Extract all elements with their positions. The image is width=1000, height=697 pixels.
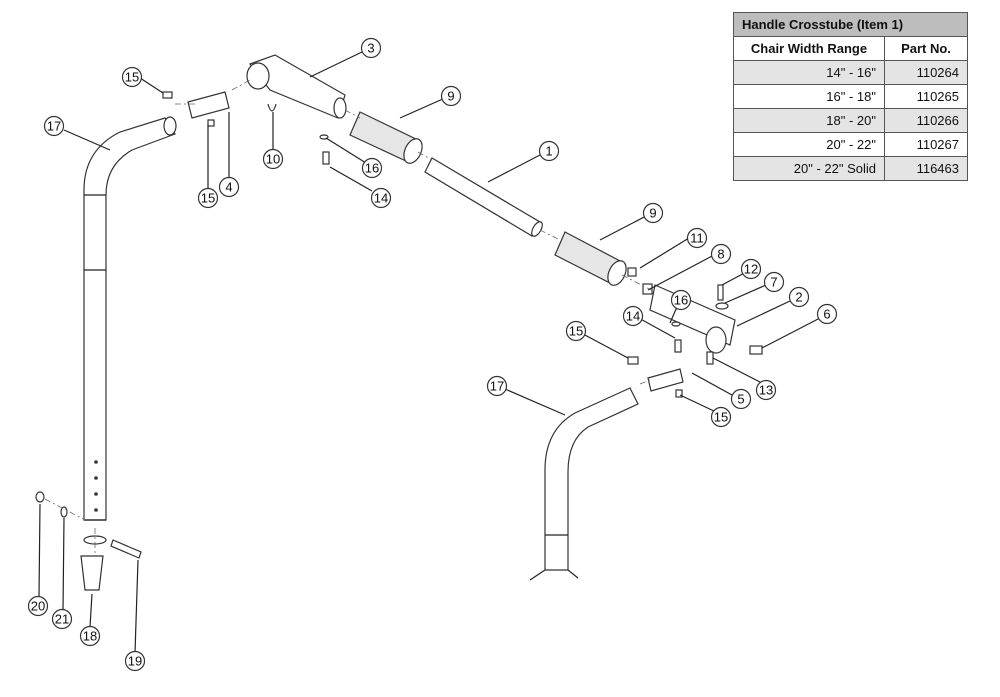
callout-12: 12 xyxy=(740,258,762,280)
callout-14-lower: 14 xyxy=(622,305,644,327)
svg-text:12: 12 xyxy=(744,262,758,277)
svg-text:9: 9 xyxy=(649,206,656,221)
callout-11: 11 xyxy=(686,227,708,249)
svg-text:15: 15 xyxy=(201,191,215,206)
table-row: 20" - 22" 110267 xyxy=(733,132,968,157)
svg-text:4: 4 xyxy=(225,180,232,195)
table-header-row: Chair Width Range Part No. xyxy=(733,36,968,61)
svg-text:15: 15 xyxy=(125,70,139,85)
svg-text:2: 2 xyxy=(795,290,802,305)
callout-15-a: 15 xyxy=(121,66,143,88)
svg-text:11: 11 xyxy=(690,231,704,246)
callout-17-right: 17 xyxy=(486,375,508,397)
callout-1: 1 xyxy=(538,140,560,162)
svg-text:6: 6 xyxy=(823,307,830,322)
svg-text:8: 8 xyxy=(717,247,724,262)
leader-lines xyxy=(38,51,821,654)
clamp-upper xyxy=(246,54,347,119)
svg-text:19: 19 xyxy=(128,654,142,669)
grip-lower xyxy=(554,231,627,286)
callout-20: 20 xyxy=(27,595,49,617)
svg-text:5: 5 xyxy=(737,392,744,407)
right-handle-tube xyxy=(529,387,639,581)
svg-text:13: 13 xyxy=(759,383,773,398)
svg-text:15: 15 xyxy=(569,324,583,339)
svg-text:16: 16 xyxy=(674,293,688,308)
row-range: 16" - 18" xyxy=(733,84,885,109)
header-part-no: Part No. xyxy=(884,36,968,61)
svg-text:9: 9 xyxy=(447,89,454,104)
row-part-no: 116463 xyxy=(884,156,968,181)
callout-6: 6 xyxy=(816,303,838,325)
svg-text:18: 18 xyxy=(83,629,97,644)
callout-9-lower: 9 xyxy=(642,202,664,224)
row-part-no: 110266 xyxy=(884,108,968,133)
row-range: 20" - 22" xyxy=(733,132,885,157)
svg-text:17: 17 xyxy=(490,379,504,394)
callout-19: 19 xyxy=(124,650,146,672)
table-title-row: Handle Crosstube (Item 1) xyxy=(733,12,968,37)
table-row: 20" - 22" Solid 116463 xyxy=(733,156,968,181)
grip-upper xyxy=(349,111,423,164)
svg-text:20: 20 xyxy=(31,599,45,614)
row-range: 14" - 16" xyxy=(733,60,885,85)
table-row: 16" - 18" 110265 xyxy=(733,84,968,109)
callout-4: 4 xyxy=(218,176,240,198)
callout-16-upper: 16 xyxy=(361,157,383,179)
callout-10: 10 xyxy=(262,148,284,170)
callout-16-lower: 16 xyxy=(670,289,692,311)
svg-text:14: 14 xyxy=(374,191,388,206)
callout-18: 18 xyxy=(79,625,101,647)
callout-2: 2 xyxy=(788,286,810,308)
svg-text:17: 17 xyxy=(47,119,61,134)
svg-text:16: 16 xyxy=(365,161,379,176)
svg-text:21: 21 xyxy=(55,612,69,627)
callout-9-upper: 9 xyxy=(440,85,462,107)
row-range: 20" - 22" Solid xyxy=(733,156,885,181)
row-part-no: 110264 xyxy=(884,60,968,85)
svg-text:10: 10 xyxy=(266,152,280,167)
row-part-no: 110267 xyxy=(884,132,968,157)
left-handle-tube xyxy=(83,116,177,545)
callouts: 1 2 3 4 5 6 7 8 9 9 10 11 12 13 14 14 15… xyxy=(27,37,838,672)
callout-15-d: 15 xyxy=(710,406,732,428)
callout-15-c: 15 xyxy=(565,320,587,342)
table-row: 14" - 16" 110264 xyxy=(733,60,968,85)
callout-14-upper: 14 xyxy=(370,187,392,209)
table-row: 18" - 20" 110266 xyxy=(733,108,968,133)
header-chair-width-range: Chair Width Range xyxy=(733,36,885,61)
callout-8: 8 xyxy=(710,243,732,265)
callout-13: 13 xyxy=(755,379,777,401)
callout-15-b: 15 xyxy=(197,187,219,209)
crosstube xyxy=(424,157,543,237)
callout-21: 21 xyxy=(51,608,73,630)
svg-text:15: 15 xyxy=(714,410,728,425)
svg-text:14: 14 xyxy=(626,309,640,324)
svg-text:3: 3 xyxy=(367,41,374,56)
callout-17-left: 17 xyxy=(43,115,65,137)
svg-text:7: 7 xyxy=(770,275,777,290)
parts-table: Handle Crosstube (Item 1) Chair Width Ra… xyxy=(733,12,968,181)
callout-5: 5 xyxy=(730,388,752,410)
row-part-no: 110265 xyxy=(884,84,968,109)
callout-7: 7 xyxy=(763,271,785,293)
svg-text:1: 1 xyxy=(545,144,552,159)
row-range: 18" - 20" xyxy=(733,108,885,133)
callout-3: 3 xyxy=(360,37,382,59)
hardware xyxy=(35,91,763,591)
table-title: Handle Crosstube (Item 1) xyxy=(733,12,968,37)
